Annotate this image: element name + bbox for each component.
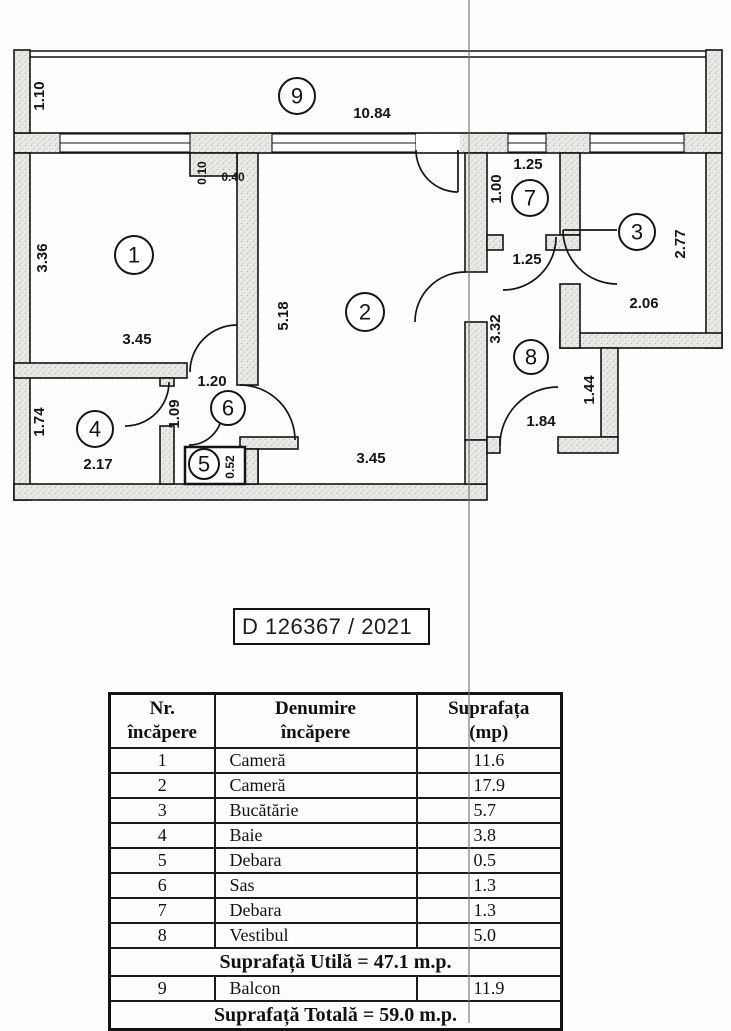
dimension-label: 1.25 bbox=[512, 251, 541, 268]
fold-line bbox=[468, 0, 470, 1023]
dimension-label: 0.40 bbox=[221, 170, 245, 184]
dimension-label: 0.52 bbox=[223, 455, 237, 479]
document-id-text: D 126367 / 2021 bbox=[242, 613, 413, 639]
room-number-circle bbox=[618, 213, 656, 251]
dimension-label: 2.06 bbox=[629, 295, 658, 312]
room-number: 9 bbox=[291, 84, 303, 109]
cell-room-name: Sas bbox=[213, 872, 418, 899]
dimension-label: 1.84 bbox=[526, 413, 556, 430]
room-number-circle bbox=[188, 448, 220, 480]
room-number-circle bbox=[513, 339, 549, 375]
cell-room-name: Vestibul bbox=[213, 922, 418, 949]
cell-room-name: Bucătărie bbox=[213, 797, 418, 824]
cell-room-area: 11.9 bbox=[415, 975, 563, 1002]
dimension-label: 2.17 bbox=[83, 456, 112, 473]
area-table: Nr. încăpere Denumire încăpere Suprafața… bbox=[108, 692, 563, 1031]
dimension-label: 3.36 bbox=[34, 243, 51, 272]
room-number: 4 bbox=[89, 417, 101, 442]
dimension-label: 1.10 bbox=[31, 81, 48, 110]
header-suprafata: Suprafața (mp) bbox=[415, 692, 563, 749]
dimension-labels: 1.10 10.84 0.10 0.40 3.36 3.45 5.18 3.45 1.25 1.0… bbox=[31, 81, 689, 478]
cell-room-number: 9 bbox=[108, 975, 216, 1002]
cell-room-number: 3 bbox=[108, 797, 216, 824]
dimension-label: 5.18 bbox=[275, 301, 292, 330]
dimension-label: 1.25 bbox=[513, 156, 542, 173]
cell-room-number: 1 bbox=[108, 747, 216, 774]
cell-room-number: 6 bbox=[108, 872, 216, 899]
subtotal-row: Suprafață Utilă = 47.1 m.p. bbox=[108, 947, 563, 977]
area-table-wrap: Nr. încăpere Denumire încăpere Suprafața… bbox=[108, 692, 563, 1031]
dimension-label: 3.45 bbox=[356, 450, 385, 467]
cell-room-name: Baie bbox=[213, 822, 418, 849]
room-number: 5 bbox=[198, 452, 210, 477]
cell-room-number: 8 bbox=[108, 922, 216, 949]
room-number-circle bbox=[345, 292, 385, 332]
door-arcs bbox=[124, 149, 618, 446]
dimension-label: 1.09 bbox=[166, 399, 183, 428]
dimension-label: 2.77 bbox=[672, 229, 689, 258]
cell-room-name: Cameră bbox=[213, 747, 418, 774]
cell-room-number: 4 bbox=[108, 822, 216, 849]
dimension-label: 0.10 bbox=[195, 161, 209, 185]
header-nr: Nr. încăpere bbox=[108, 692, 216, 749]
room-number-circle bbox=[210, 390, 246, 426]
dimension-label: 3.45 bbox=[122, 331, 151, 348]
cell-room-area: 17.9 bbox=[415, 772, 563, 799]
floor-plan: 1 2 3 4 5 6 7 8 9 1.10 10.84 0.10 0.40 3.36 3.45 5.18 3… bbox=[13, 49, 723, 501]
room-number: 6 bbox=[222, 396, 234, 421]
room-number: 1 bbox=[128, 243, 140, 268]
windows bbox=[59, 133, 685, 153]
cell-room-area: 0.5 bbox=[415, 847, 563, 874]
room-number-circle bbox=[511, 179, 549, 217]
cell-room-name: Cameră bbox=[213, 772, 418, 799]
cell-room-area: 3.8 bbox=[415, 822, 563, 849]
cell-room-number: 5 bbox=[108, 847, 216, 874]
cell-room-area: 1.3 bbox=[415, 872, 563, 899]
cell-room-number: 2 bbox=[108, 772, 216, 799]
cell-room-area: 1.3 bbox=[415, 897, 563, 924]
cell-room-number: 7 bbox=[108, 897, 216, 924]
room-number: 8 bbox=[525, 345, 537, 370]
room-number-circle bbox=[76, 410, 114, 448]
balcony-railing bbox=[14, 50, 722, 58]
room-number: 7 bbox=[524, 186, 536, 211]
cell-room-name: Debara bbox=[213, 897, 418, 924]
dimension-label: 1.20 bbox=[197, 373, 226, 390]
room-number-circle bbox=[114, 235, 154, 275]
cell-room-area: 11.6 bbox=[415, 747, 563, 774]
document-id-box: D 126367 / 2021 bbox=[233, 608, 430, 645]
dimension-label: 3.32 bbox=[487, 314, 504, 343]
room-number: 3 bbox=[631, 220, 643, 245]
total-row: Suprafață Totală = 59.0 m.p. bbox=[108, 1000, 563, 1031]
cell-subtotal: Suprafață Utilă = 47.1 m.p. bbox=[108, 947, 563, 977]
cell-room-area: 5.7 bbox=[415, 797, 563, 824]
dimension-label: 1.44 bbox=[581, 375, 598, 405]
cell-room-area: 5.0 bbox=[415, 922, 563, 949]
dimension-label: 1.74 bbox=[31, 407, 48, 437]
room-number: 2 bbox=[359, 300, 371, 325]
table-header-row: Nr. încăpere Denumire încăpere Suprafața… bbox=[108, 692, 563, 749]
room-number-circle bbox=[278, 77, 316, 115]
dimension-label: 10.84 bbox=[353, 105, 391, 122]
cell-total: Suprafață Totală = 59.0 m.p. bbox=[108, 1000, 563, 1031]
dimension-label: 1.00 bbox=[488, 174, 505, 203]
room-labels: 1 2 3 4 5 6 7 8 9 bbox=[76, 77, 656, 480]
header-denumire: Denumire încăpere bbox=[213, 692, 418, 749]
cell-room-name: Balcon bbox=[213, 975, 418, 1002]
cell-room-name: Debara bbox=[213, 847, 418, 874]
